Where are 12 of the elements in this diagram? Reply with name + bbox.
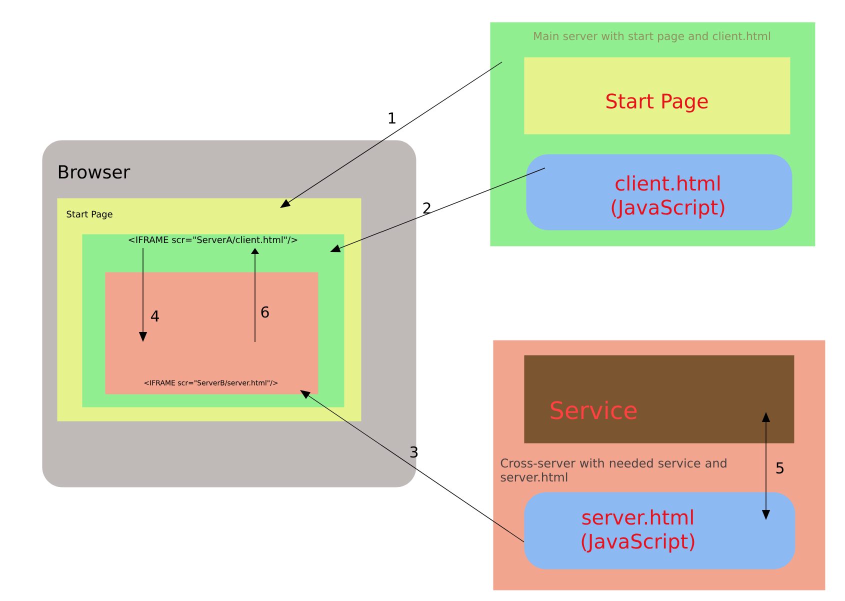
edge-label: 5 [776, 462, 784, 474]
edge-label: 2 [423, 202, 430, 214]
script-box: server.html (JavaScript) [524, 492, 796, 570]
arrow [280, 62, 502, 208]
edge-label: 1 [388, 112, 396, 124]
edge-label: 4 [150, 310, 159, 322]
script-box: client.html (JavaScript) [526, 154, 792, 230]
edge-label: 6 [261, 306, 269, 318]
edge-label: 3 [410, 446, 418, 458]
page-box: Start Page [524, 57, 790, 134]
arrow [300, 390, 524, 542]
service-box: Service [524, 355, 794, 444]
